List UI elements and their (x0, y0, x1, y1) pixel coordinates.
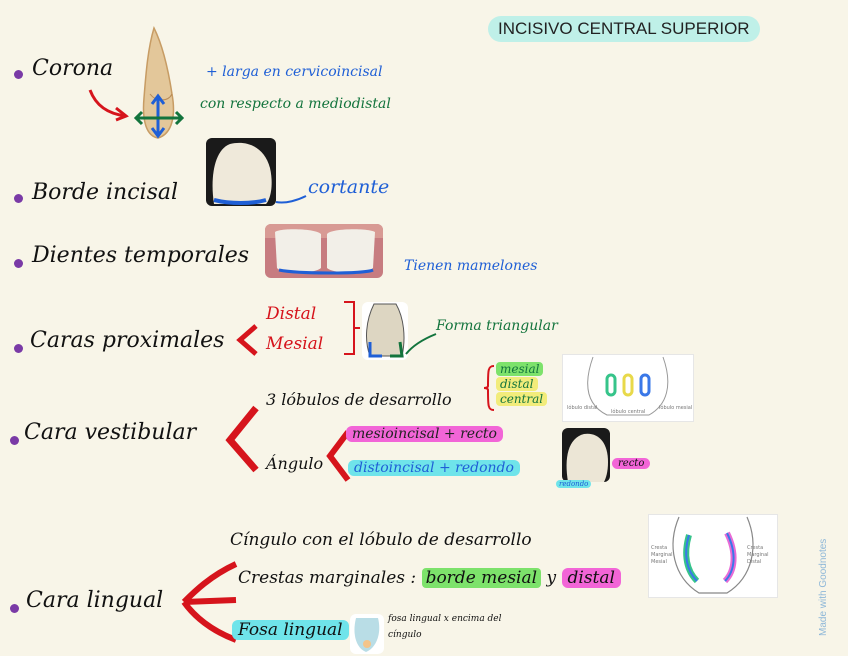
borde-incisal-label: Borde incisal (32, 180, 179, 205)
bullet (10, 604, 19, 613)
forma-triangular-note: Forma triangular (436, 318, 558, 334)
bullet (14, 344, 23, 353)
diagram-label: Marginal (651, 552, 673, 558)
crestas-row: Crestas marginales : borde mesial y dist… (238, 568, 621, 588)
tooth-crown-image (133, 25, 184, 139)
crestas-distal: distal (561, 568, 621, 588)
watermark-text: Made with Goodnotes (818, 538, 829, 636)
connector-line (275, 195, 307, 204)
red-chevron-icon (326, 430, 351, 482)
caras-proximales-label: Caras proximales (30, 328, 225, 353)
diagram-right-labels: Cresta Marginal Distal (747, 545, 769, 566)
cara-lingual-label: Cara lingual (26, 588, 164, 613)
brace-icon (483, 365, 495, 411)
diagram-label: lóbulo distal (567, 405, 598, 411)
fosa-note: fosa lingual x encima del cíngulo (388, 614, 502, 640)
redondo-text: redondo (556, 480, 592, 488)
mesial-label: Mesial (266, 334, 324, 354)
brace-icon (344, 301, 360, 355)
recto-tag: recto (612, 458, 651, 469)
crestas-prefix: Crestas marginales : (238, 568, 417, 588)
lobulo-distal: distal (496, 377, 538, 391)
borde-note: cortante (308, 176, 390, 198)
diagram-label: Distal (747, 559, 762, 565)
dientes-label: Dientes temporales (32, 243, 250, 268)
page-title: INCISIVO CENTRAL SUPERIOR (488, 16, 760, 42)
angulo-mesioincisal: mesioincisal + recto (346, 426, 503, 442)
diagram-label: Mesial (651, 559, 667, 565)
angulo-distoincisal: distoincisal + redondo (348, 460, 520, 476)
bullet (14, 259, 23, 268)
lobulos-label: 3 lóbulos de desarrollo (266, 390, 452, 409)
fosa-lingual: Fosa lingual (232, 620, 349, 640)
tooth-photo (206, 138, 276, 206)
fosa-note-1: fosa lingual x encima del (388, 614, 502, 624)
diagram-left-labels: Cresta Marginal Mesial (651, 545, 673, 566)
crestas-y: y (546, 568, 557, 588)
lobulo-mesial: mesial (496, 362, 544, 376)
lingual-tooth-image (350, 614, 384, 654)
red-fork-icon (181, 561, 238, 643)
goodnotes-watermark: Made with Goodnotes (814, 538, 834, 640)
fosa-row: Fosa lingual (232, 620, 349, 640)
bullet (14, 194, 23, 203)
connector-line (405, 333, 437, 355)
distal-label: Distal (266, 304, 317, 324)
diagram-label: Cresta (651, 545, 668, 551)
lobulo-central: central (496, 392, 548, 406)
crestas-diagram: Cresta Marginal Mesial Cresta Marginal D… (648, 514, 778, 598)
dientes-note: Tienen mamelones (404, 258, 538, 274)
diagram-label: Cresta (747, 545, 764, 551)
angulo-mesio-row: mesioincisal + recto (346, 426, 503, 442)
angulo-disto-row: distoincisal + redondo (348, 460, 520, 476)
tooth-photo (562, 428, 610, 482)
bullet (10, 436, 19, 445)
cara-vestibular-label: Cara vestibular (24, 420, 197, 445)
red-arrow-icon (88, 89, 129, 122)
corona-note-2: con respecto a mediodistal (200, 96, 391, 112)
redondo-tag: redondo (556, 480, 592, 488)
lobulos-list: mesial distal central (496, 362, 548, 406)
bullet (14, 70, 23, 79)
fosa-note-2: cíngulo (388, 630, 422, 640)
tooth-profile-image (362, 302, 408, 360)
teeth-photo (265, 224, 383, 278)
crestas-mesial: borde mesial (421, 568, 542, 588)
diagram-label: Marginal (747, 552, 769, 558)
recto-text: recto (612, 458, 651, 469)
diagram-label: lóbulo mesial (659, 405, 693, 411)
corona-label: Corona (32, 56, 114, 81)
lobulos-diagram: lóbulo distal lóbulo central lóbulo mesi… (562, 354, 694, 422)
diagram-label: lóbulo central (611, 409, 646, 415)
red-chevron-icon (236, 324, 258, 356)
cingulo-note: Cíngulo con el lóbulo de desarrollo (230, 530, 532, 550)
red-chevron-icon (225, 405, 259, 473)
angulo-label: Ángulo (266, 454, 324, 473)
corona-note-1: + larga en cervicoincisal (206, 64, 383, 80)
